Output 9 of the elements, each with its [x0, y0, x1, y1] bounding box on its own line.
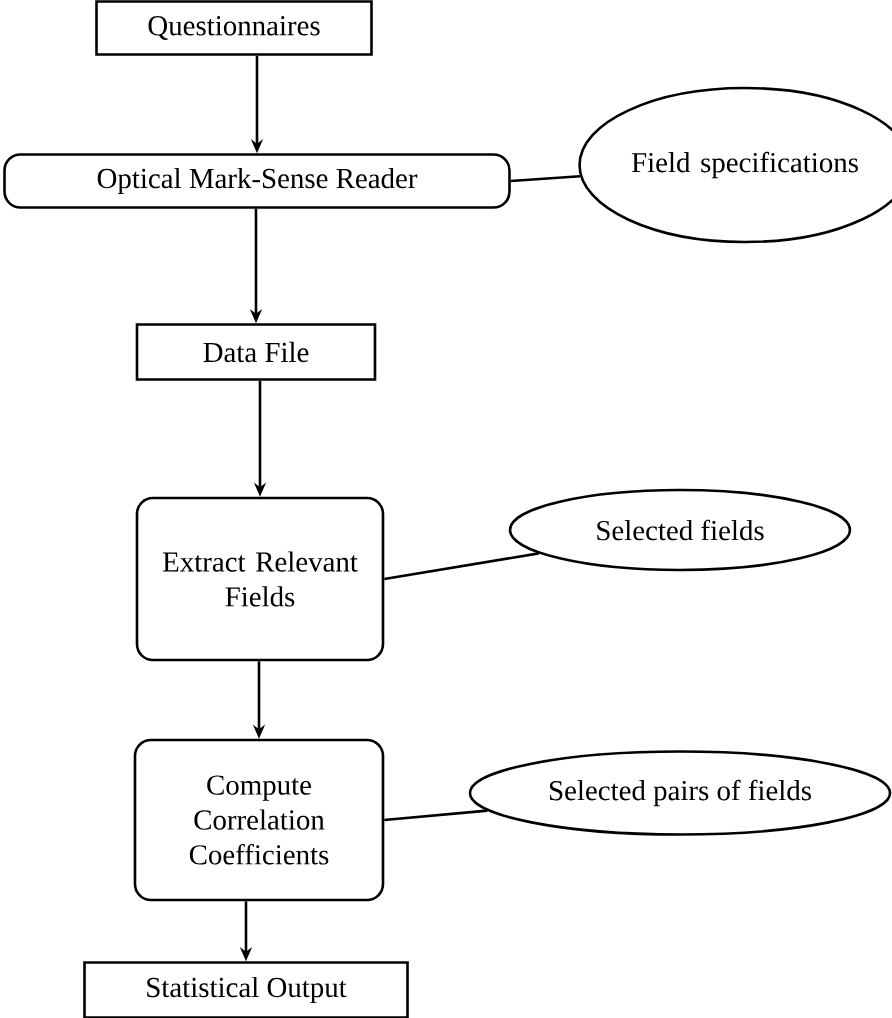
rounded-process-box: Extract Relevant Fields [135, 496, 385, 662]
connector-line [384, 552, 540, 581]
rounded-process-box: Compute Correlation Coefficients [133, 738, 385, 902]
connector-line [510, 175, 581, 183]
process-box: Data File [135, 323, 377, 381]
process-box: Statistical Output [83, 961, 409, 1018]
process-box: Questionnaires [95, 0, 373, 56]
rounded-process-box: Optical Mark-Sense Reader [3, 153, 511, 209]
connector-line [384, 809, 488, 822]
